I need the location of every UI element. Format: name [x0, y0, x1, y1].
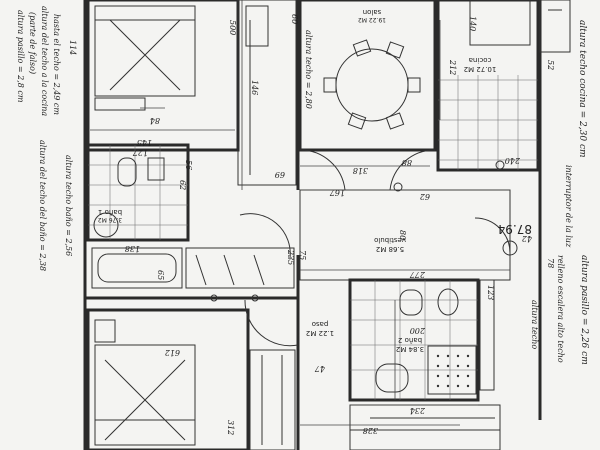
- room-vestibulo-name: vestibulo: [374, 236, 406, 244]
- dim-52: 52: [546, 60, 555, 70]
- room-paso-name: paso: [312, 320, 329, 328]
- dim-42: 42: [522, 234, 533, 243]
- room-salon-area: 19.22 M2: [358, 16, 386, 23]
- dim-140: 140: [468, 16, 477, 31]
- note-right-e: altura techo: [530, 300, 539, 349]
- circle-markers: [210, 160, 518, 302]
- dim-65: 65: [156, 270, 165, 280]
- total-area: 87.94: [498, 222, 532, 236]
- room-bano2-name: baño 2: [398, 336, 422, 344]
- dim-145: 145: [137, 138, 152, 147]
- right-notes: altura techo cocina = 2,30 cm interrupto…: [304, 20, 589, 365]
- dim-56: 56: [184, 160, 193, 170]
- dim-114: 114: [68, 40, 77, 55]
- bathroom-1: [86, 143, 190, 242]
- dim-127: 127: [132, 148, 148, 157]
- dim-138: 138: [125, 244, 140, 253]
- dim-47: 47: [314, 364, 326, 373]
- note-right-c: altura pasillo = 2,26 cm: [579, 255, 589, 365]
- note-right-d: relleno escalera alto techo: [556, 255, 565, 363]
- dim-123: 123: [486, 285, 495, 300]
- note-left-c: altura del techo a la cocina: [40, 6, 49, 116]
- room-salon-name: salon: [363, 8, 382, 16]
- dim-62a: 62: [178, 180, 187, 190]
- note-left-f: altura techo baño = 2,56: [64, 155, 73, 256]
- dimension-numbers: 114 500 60 84 145 146 127 62 56 52 240 2…: [68, 14, 555, 435]
- dim-318: 318: [353, 166, 368, 175]
- dim-328: 328: [363, 426, 378, 435]
- room-bano1-area: 3.76 M2: [98, 216, 122, 223]
- note-salon: altura techo = 2,80: [304, 30, 313, 109]
- dim-200: 200: [410, 326, 426, 335]
- note-left-e: altura del techo del baño = 2,38: [38, 140, 47, 271]
- dimension-lines: [90, 0, 510, 426]
- dim-612: 612: [165, 348, 180, 357]
- dim-88: 88: [402, 158, 412, 167]
- dim-75: 75: [298, 250, 307, 260]
- bedroom-2: [86, 308, 296, 450]
- room-bano1-name: baño 1: [98, 208, 122, 216]
- room-cocina-area: 10.72 M2: [464, 65, 497, 73]
- bathtub: [91, 247, 295, 289]
- room-cocina-name: cocina: [469, 56, 492, 64]
- salon: [298, 0, 437, 191]
- room-vestibulo-area: 5.68 M2: [376, 245, 404, 253]
- dim-146: 146: [250, 80, 259, 95]
- dim-69: 69: [275, 170, 285, 179]
- cocina: [436, 0, 571, 172]
- wardrobe-column: [237, 0, 297, 186]
- room-bano2-area: 3.84 M2: [396, 345, 424, 353]
- dim-78: 78: [546, 258, 555, 268]
- dim-167: 167: [329, 188, 345, 197]
- dim-235: 235: [286, 249, 295, 265]
- note-right-a: altura techo cocina = 2,30 cm: [577, 20, 587, 158]
- dim-240: 240: [505, 156, 521, 165]
- dim-60: 60: [290, 14, 299, 24]
- dim-62b: 62: [420, 192, 430, 201]
- dim-500: 500: [228, 20, 237, 35]
- dim-212: 212: [448, 59, 457, 75]
- left-notes: altura pasillo = 2,8 cm (parte de falso)…: [16, 6, 73, 271]
- dim-277: 277: [409, 270, 426, 279]
- dim-234: 234: [410, 406, 426, 415]
- dim-312: 312: [226, 420, 235, 435]
- note-left-d: hasta el techo = 2,49 cm: [52, 14, 61, 115]
- bathroom-2: [348, 278, 495, 402]
- note-right-b: interruptor de la luz: [564, 165, 573, 248]
- room-labels: salon 19.22 M2 cocina 10.72 M2 baño 1 3.…: [98, 8, 532, 353]
- room-paso-area: 1.22 M2: [306, 329, 334, 337]
- note-left-b: (parte de falso): [28, 12, 37, 74]
- dim-80: 80: [398, 230, 407, 240]
- exterior-walls: [83, 0, 542, 450]
- dim-84: 84: [150, 116, 160, 125]
- note-left-a: altura pasillo = 2,8 cm: [16, 10, 25, 103]
